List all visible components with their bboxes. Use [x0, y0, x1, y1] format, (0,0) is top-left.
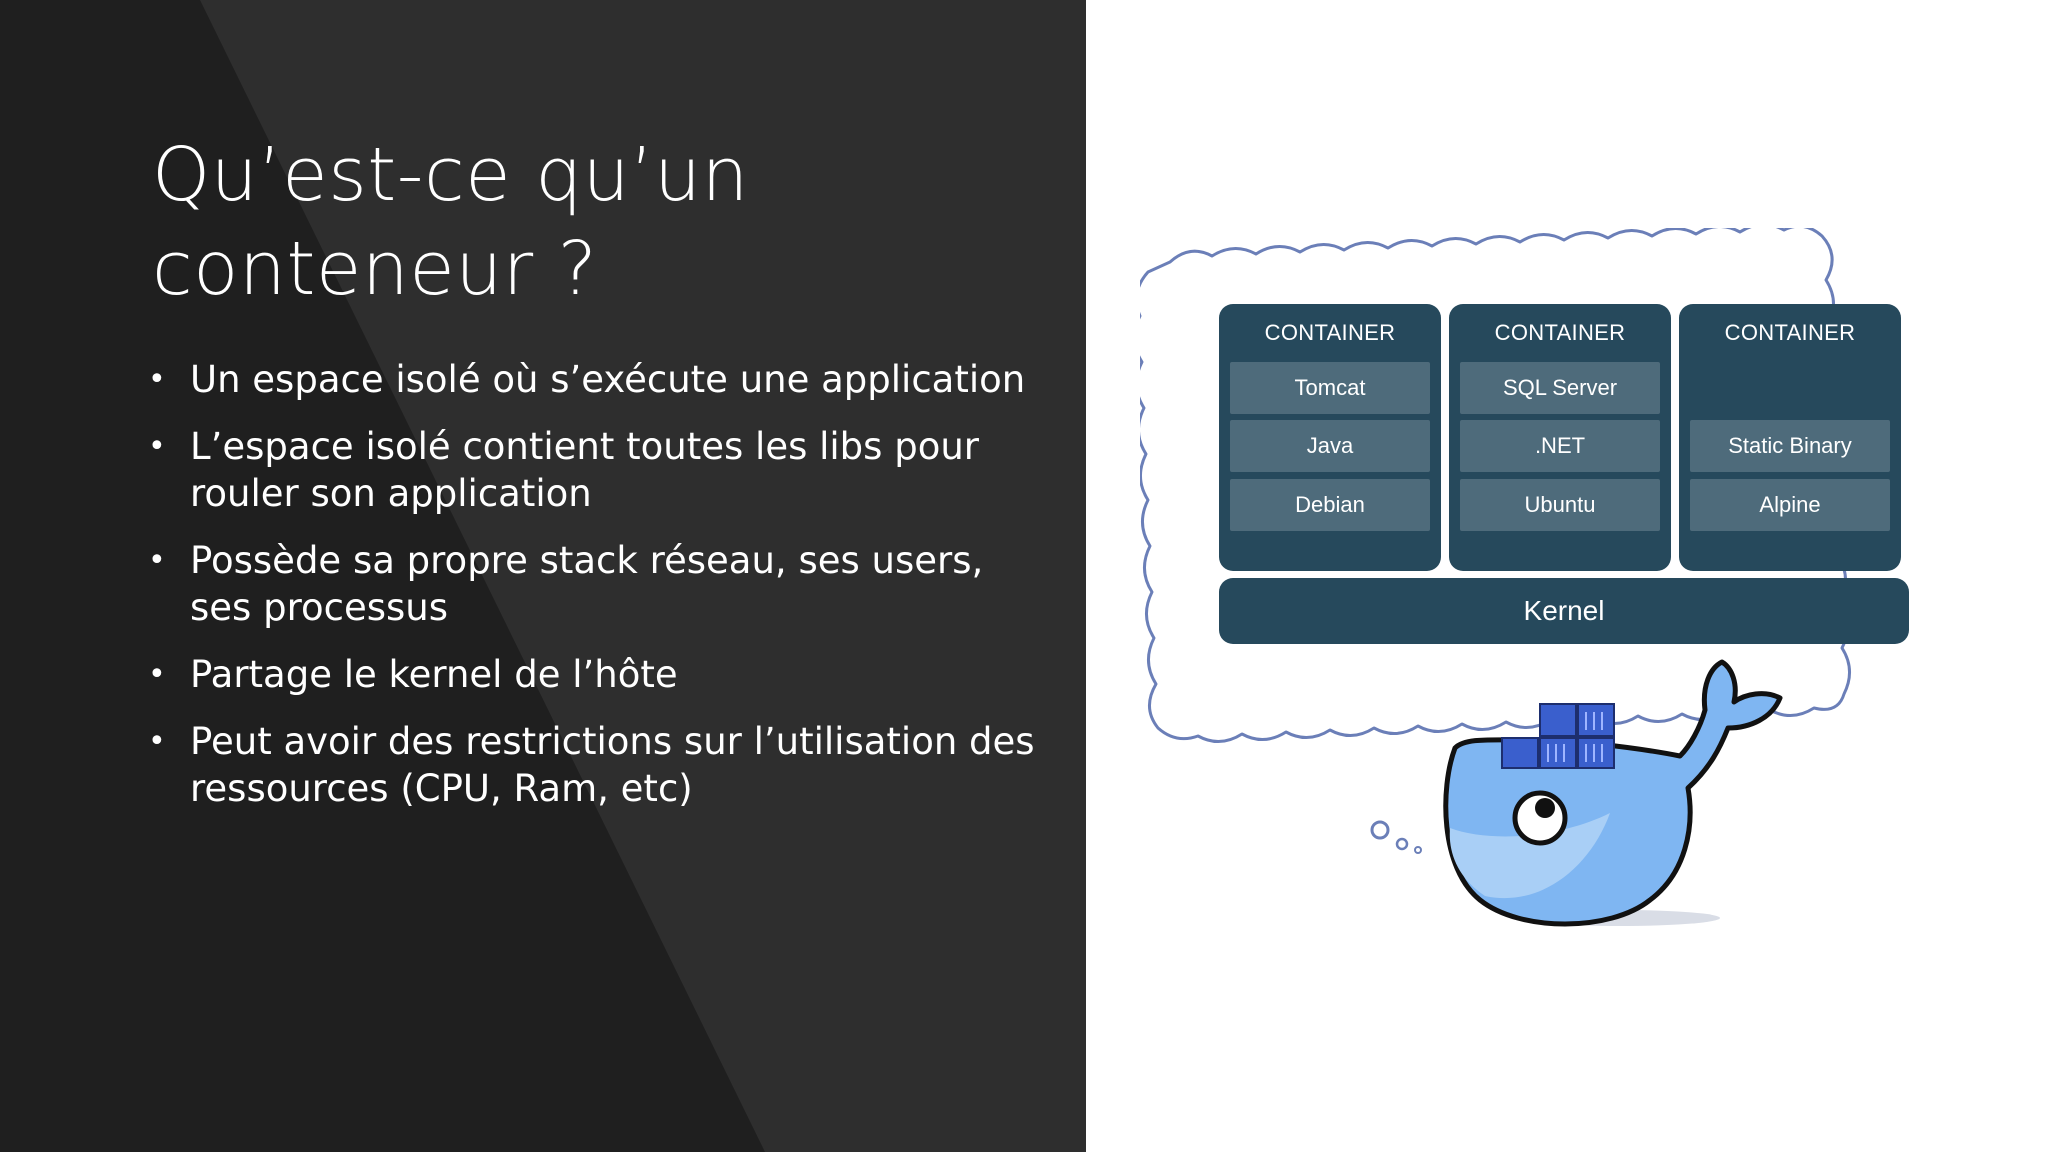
container-label: CONTAINER — [1264, 320, 1396, 345]
bullet-dot: • — [148, 429, 166, 464]
bullet-dot: • — [148, 362, 166, 397]
bullet-text: Possède sa propre stack réseau, ses user… — [190, 539, 984, 629]
layer-os: Debian — [1230, 479, 1430, 531]
bullet-item: • Peut avoir des restrictions sur l’utili… — [146, 718, 1046, 812]
layer-app: Tomcat — [1230, 362, 1430, 414]
container-label: CONTAINER — [1724, 320, 1856, 345]
layer-runtime: .NET — [1460, 420, 1660, 472]
layer-os: Alpine — [1690, 479, 1890, 531]
layer-os: Ubuntu — [1460, 479, 1660, 531]
kernel-bar: Kernel — [1219, 578, 1909, 644]
bullet-dot: • — [148, 543, 166, 578]
title-line-2: conteneur ? — [152, 226, 598, 312]
bullet-list: • Un espace isolé où s’exécute une applic… — [146, 356, 1046, 832]
bullet-text: Un espace isolé où s’exécute une applica… — [190, 358, 1026, 401]
container-label: CONTAINER — [1494, 320, 1626, 345]
bullet-text: L’espace isolé contient toutes les libs … — [190, 425, 979, 515]
thought-dot-large — [1370, 820, 1390, 840]
bullet-dot: • — [148, 724, 166, 759]
slide-title: Qu’est-ce qu’un conteneur ? — [152, 128, 1032, 316]
bullet-text: Peut avoir des restrictions sur l’utilis… — [190, 720, 1035, 810]
bullet-item: • Partage le kernel de l’hôte — [146, 651, 1046, 698]
thought-dot-small — [1414, 846, 1422, 854]
bullet-item: • Un espace isolé où s’exécute une applic… — [146, 356, 1046, 403]
container-column-3: CONTAINER Static Binary Alpine — [1679, 304, 1901, 571]
container-column-1: CONTAINER Tomcat Java Debian — [1219, 304, 1441, 571]
thought-dot-medium — [1395, 837, 1409, 851]
bullet-text: Partage le kernel de l’hôte — [190, 653, 678, 696]
bullet-item: • L’espace isolé contient toutes les libs… — [146, 423, 1046, 517]
layer-runtime: Java — [1230, 420, 1430, 472]
bullet-dot: • — [148, 657, 166, 692]
left-panel: Qu’est-ce qu’un conteneur ? • Un espace i… — [0, 0, 1086, 1152]
docker-whale-icon — [1443, 659, 1783, 927]
title-line-1: Qu’est-ce qu’un — [152, 132, 749, 218]
container-column-2: CONTAINER SQL Server .NET Ubuntu — [1449, 304, 1671, 571]
layer-app: SQL Server — [1460, 362, 1660, 414]
layer-binary: Static Binary — [1690, 420, 1890, 472]
container-diagram: CONTAINER Tomcat Java Debian CONTAINER S… — [1140, 228, 1990, 938]
bullet-item: • Possède sa propre stack réseau, ses use… — [146, 537, 1046, 631]
background-stripe — [200, 0, 1086, 1152]
